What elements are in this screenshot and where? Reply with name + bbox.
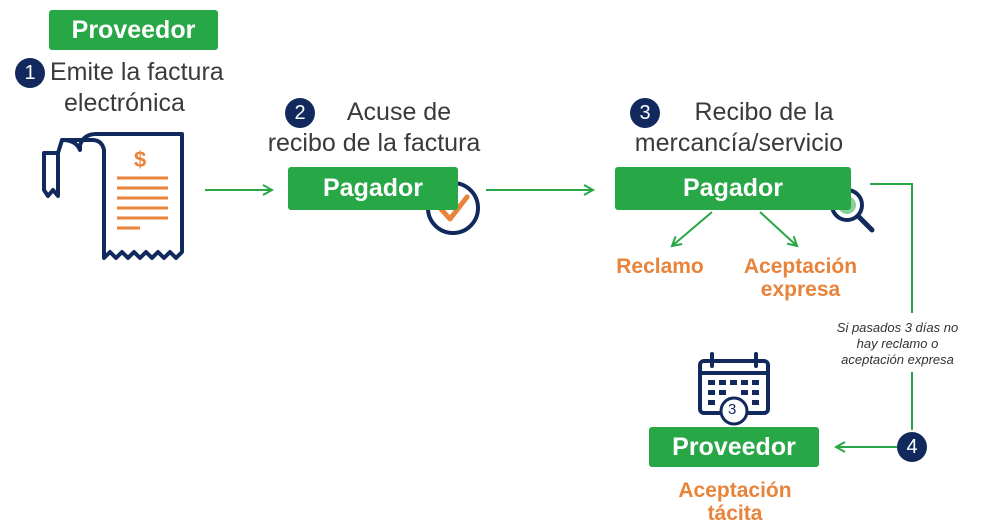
proveedor-bottom-box: Proveedor	[649, 427, 819, 467]
aceptacion-expresa-label: Aceptación expresa	[728, 255, 873, 301]
reclamo-label: Reclamo	[616, 255, 704, 278]
step-3-label: Recibo de la mercancía/servicio	[614, 97, 864, 159]
step-number-1: 1	[15, 58, 45, 88]
aceptacion-expresa-line1: Aceptación	[743, 255, 858, 278]
step-number-2: 2	[285, 98, 315, 128]
note-line1: Si pasados 3 días no	[836, 320, 959, 335]
note-line3: aceptación expresa	[841, 352, 954, 367]
step-1-line2: electrónica	[64, 89, 185, 117]
invoice-icon	[42, 132, 184, 260]
step-2-line1: Acuse de	[346, 98, 452, 126]
invoice-dollar-sign: $	[134, 147, 147, 172]
step-1-line1: Emite la factura	[50, 58, 224, 86]
step-2-label: Acuse de recibo de la factura	[250, 97, 498, 159]
pagador-box-1: Pagador	[288, 167, 458, 210]
proveedor-top-box: Proveedor	[49, 10, 218, 50]
step-2-line2: recibo de la factura	[267, 129, 481, 157]
step-3-line1: Recibo de la	[694, 98, 834, 126]
step-3-line2: mercancía/servicio	[634, 129, 844, 157]
aceptacion-expresa-line2: expresa	[760, 278, 841, 301]
aceptacion-tacita-label: Aceptación tácita	[660, 479, 810, 525]
pagador-box-2: Pagador	[615, 167, 851, 210]
loop-connector	[870, 183, 913, 313]
step-number-4: 4	[897, 432, 927, 462]
note-line2: hay reclamo o	[856, 336, 939, 351]
aceptacion-tacita-line1: Aceptación	[678, 479, 792, 502]
arrow-to-aceptacion-expresa	[759, 211, 797, 246]
condition-note: Si pasados 3 días no hay reclamo o acept…	[815, 320, 980, 368]
step-1-label: Emite la factura electrónica	[50, 57, 224, 119]
aceptacion-tacita-line2: tácita	[707, 502, 763, 525]
step-number-3: 3	[630, 98, 660, 128]
arrow-to-reclamo	[672, 211, 713, 246]
calendar-icon	[698, 352, 770, 426]
calendar-day-number: 3	[728, 401, 737, 418]
